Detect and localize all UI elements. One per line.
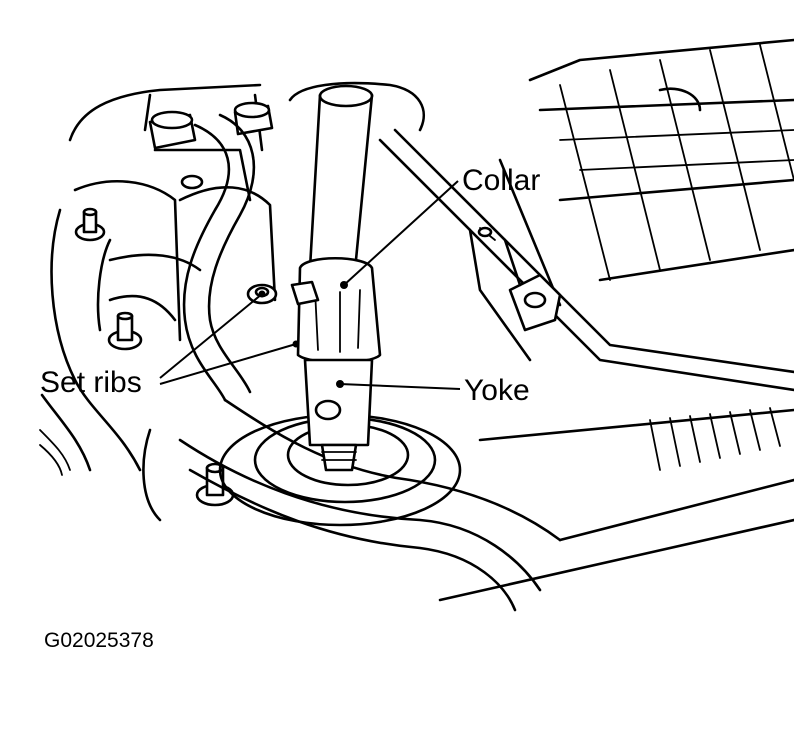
engine-block-outline (39, 83, 277, 476)
floor-hatching (438, 407, 794, 602)
leader-collar (340, 180, 459, 289)
steering-shaft (288, 81, 426, 272)
label-yoke: Yoke (464, 374, 530, 407)
label-set-ribs: Set ribs (40, 366, 142, 399)
leader-yoke (336, 380, 461, 390)
right-grid-panel (528, 38, 794, 282)
stud-lower-left (107, 311, 143, 351)
crossmember-pipe (178, 398, 562, 612)
collar (290, 256, 382, 364)
stud-bottom-left (195, 462, 235, 507)
yoke (303, 358, 374, 472)
leader-set-ribs (159, 290, 300, 385)
figure-code: G02025378 (44, 629, 154, 652)
stud-left (74, 207, 106, 242)
right-rail (378, 128, 794, 392)
label-collar: Collar (462, 164, 540, 197)
stud-upper-mid (180, 174, 204, 190)
right-bracket (477, 226, 562, 332)
hose-left (182, 113, 256, 402)
bolt-top-left (148, 110, 197, 150)
bolt-top-center (233, 101, 274, 136)
